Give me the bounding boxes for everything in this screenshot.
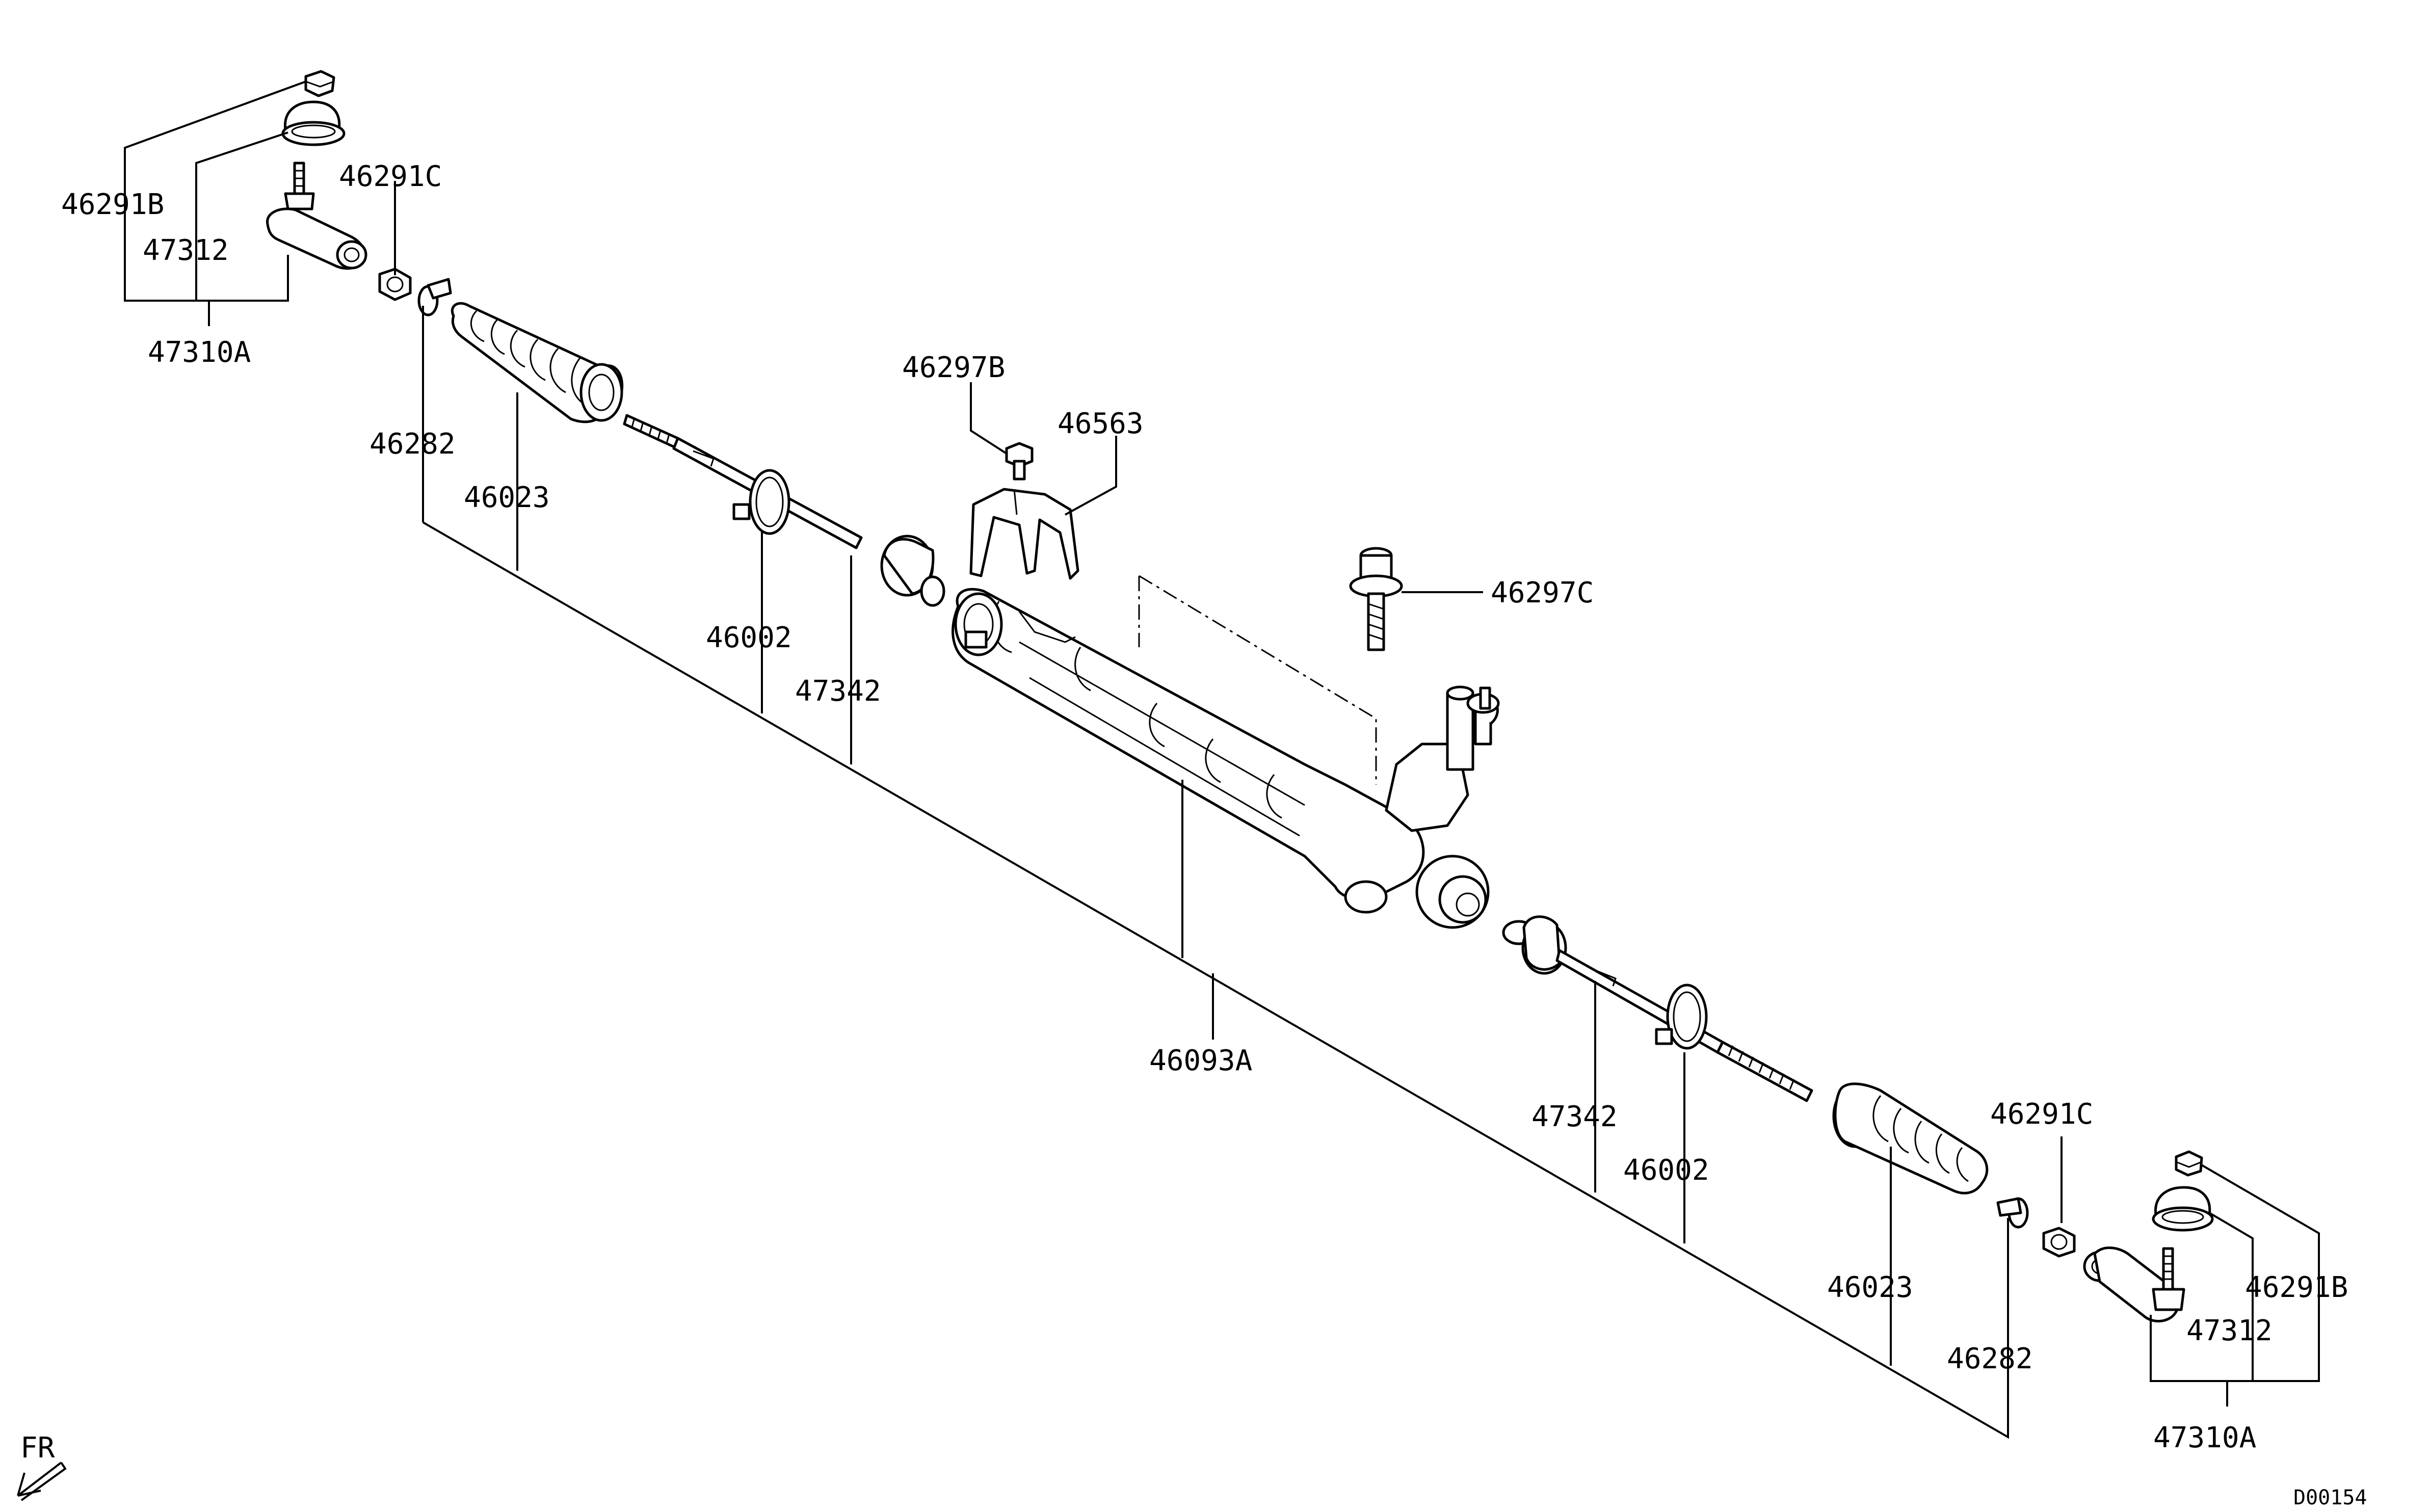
label-46291C-right: 46291C [1990, 1098, 2093, 1131]
parts [266, 70, 2214, 1322]
inner-tie-rod-left [672, 437, 945, 607]
clamp-band-left [732, 469, 790, 535]
clamp-band-right [1655, 984, 1708, 1050]
tie-rod-end-left [266, 162, 367, 270]
label-46093A: 46093A [1149, 1044, 1252, 1077]
bolt-46297B [1005, 442, 1034, 481]
bellows-boot-right [1832, 1082, 1989, 1195]
diagram-code: D00154 [2293, 1486, 2367, 1509]
rack-housing [952, 588, 1500, 929]
direction-label: FR [20, 1431, 55, 1465]
label-46282-right: 46282 [1947, 1342, 2033, 1375]
label-46002-right: 46002 [1623, 1154, 1709, 1187]
fr-arrow [17, 1462, 67, 1501]
label-47342-left: 47342 [795, 675, 881, 708]
label-46023-left: 46023 [464, 481, 550, 514]
tie-rod-nut-left [304, 70, 335, 97]
label-47312-left: 47312 [143, 234, 229, 267]
label-46297C: 46297C [1491, 576, 1594, 609]
label-47342-right: 47342 [1531, 1100, 1618, 1133]
label-46282-left: 46282 [369, 428, 456, 461]
lock-nut-right [2042, 1227, 2076, 1258]
label-46297B: 46297B [902, 351, 1005, 384]
label-46563: 46563 [1058, 407, 1144, 440]
dust-cover-right [2152, 1186, 2214, 1232]
alignment-line [1138, 575, 1377, 785]
label-47312-right: 47312 [2186, 1314, 2273, 1347]
tie-rod-thread-left [623, 414, 679, 449]
label-46002-left: 46002 [706, 621, 792, 654]
boot-clip-right [1996, 1197, 2029, 1229]
label-46291B-right: 46291B [2245, 1271, 2348, 1304]
bolt-46297C [1349, 547, 1403, 651]
tie-rod-end-right [2083, 1246, 2185, 1322]
dust-cover-left [281, 100, 346, 146]
part-labels: 46291B 47312 47310A 46291C 46282 46023 4… [20, 160, 2367, 1509]
bellows-boot-left [451, 302, 624, 423]
label-47310A-right: 47310A [2153, 1421, 2256, 1454]
label-46291C-left: 46291C [339, 160, 442, 193]
bracket [969, 488, 1079, 580]
label-46291B-left: 46291B [61, 188, 164, 221]
tie-rod-nut-right [2175, 1150, 2203, 1177]
tie-rod-thread-right [1716, 1041, 1813, 1102]
label-47310A-left: 47310A [148, 336, 251, 369]
label-46023-right: 46023 [1827, 1271, 1913, 1304]
leader-lines [17, 81, 2320, 1501]
